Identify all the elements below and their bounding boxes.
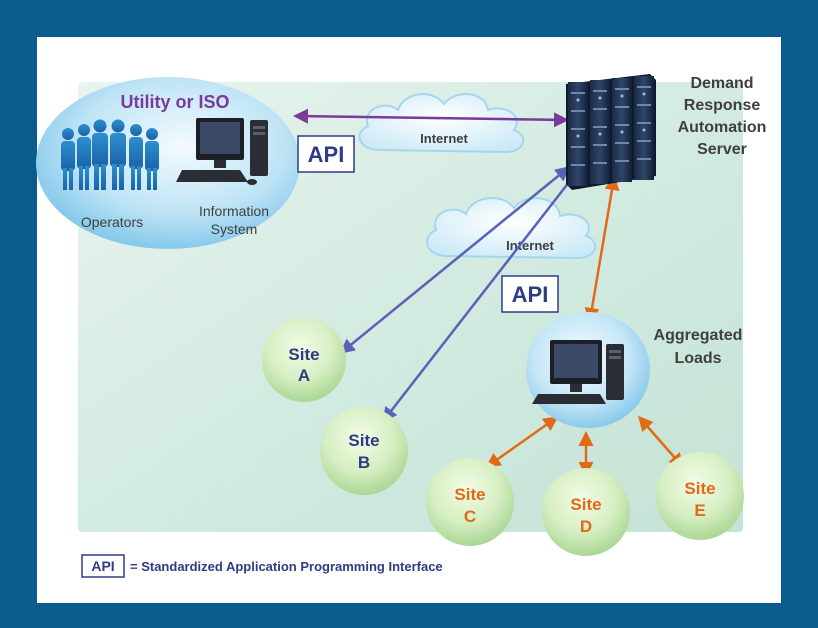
legend-api-key: API	[91, 558, 114, 574]
internet-mid-label: Internet	[506, 238, 554, 253]
site-b-node: Site B	[320, 407, 408, 495]
site-b-label-line1: Site	[348, 431, 379, 450]
server-rack-icon	[566, 74, 656, 190]
arrow-utility-server	[293, 108, 569, 128]
legend-text: = Standardized Application Programming I…	[130, 559, 443, 574]
utility-title: Utility or ISO	[120, 92, 229, 112]
aggregated-label-line2: Loads	[674, 350, 721, 367]
site-e-label-line2: E	[694, 501, 705, 520]
legend-api-box	[81, 554, 125, 578]
api-box-top	[297, 135, 355, 173]
site-c-node: Site C	[426, 458, 514, 546]
site-b-label-line2: B	[358, 453, 370, 472]
info-system-label-line1: Information	[199, 203, 269, 219]
server-label-line4: Server	[697, 141, 747, 158]
information-system-computer-icon	[176, 118, 268, 185]
arrow-site-b-server	[382, 165, 582, 423]
site-d-label-line1: Site	[570, 495, 601, 514]
api-top-label: API	[308, 142, 345, 167]
site-a-label-line1: Site	[288, 345, 319, 364]
site-d-label-line2: D	[580, 517, 592, 536]
arrow-server-aggregated	[584, 175, 620, 323]
internet-top-label: Internet	[420, 131, 468, 146]
site-a-node: Site A	[262, 318, 346, 402]
aggregated-computer-icon	[532, 340, 624, 404]
site-c-label-line2: C	[464, 507, 476, 526]
operators-label: Operators	[81, 214, 143, 230]
server-label-line2: Response	[684, 97, 761, 114]
aggregated-label-line1: Aggregated	[654, 327, 743, 344]
server-label-line1: Demand	[690, 75, 753, 92]
site-a-label-line2: A	[298, 366, 310, 385]
arrow-aggregated-site-c	[485, 416, 559, 468]
site-e-label-line1: Site	[684, 479, 715, 498]
arrow-aggregated-site-e	[638, 415, 684, 469]
site-e-node: Site E	[656, 452, 744, 540]
info-system-label-line2: System	[211, 221, 258, 237]
server-label-line3: Automation	[678, 119, 767, 136]
operators-icon	[61, 119, 159, 190]
api-mid-label: API	[512, 282, 549, 307]
site-d-node: Site D	[542, 468, 630, 556]
site-c-label-line1: Site	[454, 485, 485, 504]
